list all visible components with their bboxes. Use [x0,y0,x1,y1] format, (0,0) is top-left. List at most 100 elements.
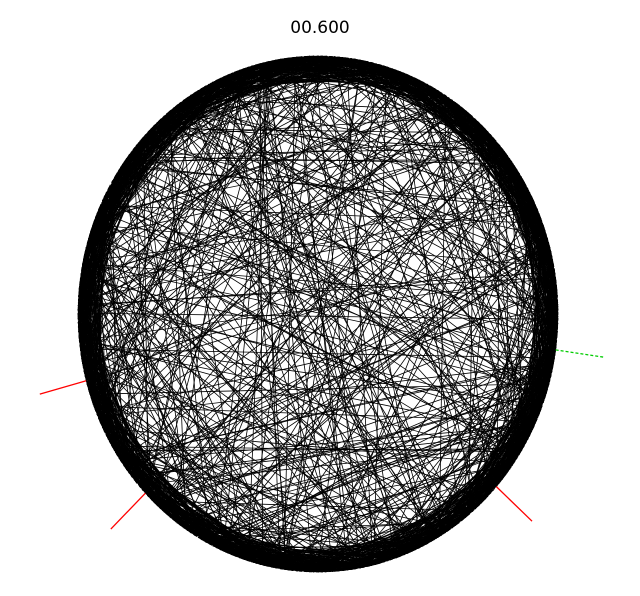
external-tick-2 [110,492,146,530]
chord [222,60,274,552]
chord [96,305,558,414]
chord [86,238,548,382]
chord [496,145,501,486]
chord [417,79,518,459]
chord [118,457,388,562]
chord [82,263,558,301]
chord [201,519,463,540]
chord [99,56,336,422]
chord [118,457,443,536]
chord [349,316,559,571]
chord [131,150,557,343]
chord [77,78,219,309]
chord [228,74,433,542]
chord [86,244,234,556]
chord [428,309,559,543]
chord [161,77,416,119]
chord [97,210,108,439]
chord [86,382,277,569]
chord [111,181,117,455]
chord [291,234,547,571]
chord [303,56,522,178]
chord [128,154,428,545]
chord [333,144,500,572]
chord [378,64,526,445]
chord [99,72,234,423]
chord [88,146,501,239]
chord [78,98,452,297]
chord [146,111,467,496]
chord [89,232,135,481]
chord [329,56,482,504]
external-ticks [39,349,604,530]
chord [213,419,538,547]
chord [131,150,543,407]
chord [175,521,423,547]
chord [97,73,405,417]
chord [169,111,187,530]
chord [440,92,559,304]
chord [264,375,552,566]
chord [199,411,541,540]
chord [160,205,536,510]
chord [136,144,535,427]
chord [77,57,350,311]
chord [122,287,557,465]
chord [81,268,479,507]
chord [466,414,540,517]
chord [263,132,490,566]
chord [334,56,423,547]
chord [244,68,558,330]
chord [407,250,551,554]
chord [315,55,520,175]
chord [159,119,227,553]
chord [180,365,554,527]
chord [81,270,397,559]
chord [87,56,307,387]
chord [234,445,525,557]
chord [102,427,514,465]
chord [163,116,556,276]
chord [203,86,541,217]
chord [86,242,303,572]
chord [77,89,437,324]
chord [259,186,528,565]
chord [506,154,557,351]
chord [206,85,412,552]
chord [158,120,557,288]
chord [131,431,532,477]
chord [79,341,543,406]
chord [82,262,554,364]
external-tick-4 [555,349,604,358]
chord [130,172,520,476]
chord [443,94,489,496]
chord [478,367,554,506]
figure-title: 00.600 [290,18,350,38]
chord [100,205,543,224]
chord [95,69,243,411]
chord [280,69,395,570]
chord [376,340,558,565]
chord [139,57,347,143]
chord [190,94,455,527]
chord [221,549,416,551]
chord [245,55,323,561]
chord [410,75,550,246]
chord [428,85,516,461]
chord [314,55,361,569]
chord [156,504,391,561]
chord [326,139,496,572]
chord [78,287,427,545]
chord [176,105,511,470]
chord [202,87,487,132]
chord [283,57,296,570]
chord [170,67,391,112]
chord [127,156,394,560]
chord [146,133,559,317]
chord [127,156,514,165]
chord [251,113,471,563]
chord [102,200,549,387]
chord [179,464,513,525]
chord [102,97,188,429]
chord [81,355,472,514]
